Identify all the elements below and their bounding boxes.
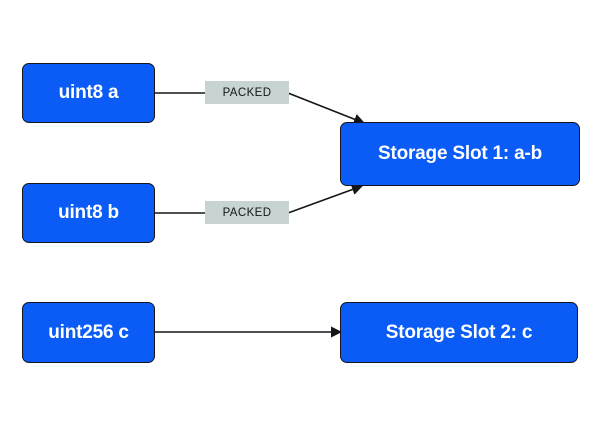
- edge-label-packed-b: PACKED: [205, 201, 289, 224]
- node-uint8-b[interactable]: uint8 b: [22, 183, 155, 243]
- node-storage-slot-1-label: Storage Slot 1: a-b: [377, 143, 543, 164]
- edge-packed-to-slot1-lower: [287, 184, 364, 214]
- node-storage-slot-2-label: Storage Slot 2: c: [385, 321, 533, 343]
- node-uint256-c[interactable]: uint256 c: [22, 302, 155, 363]
- node-storage-slot-2[interactable]: Storage Slot 2: c: [340, 302, 578, 363]
- node-uint8-a-label: uint8 a: [58, 82, 119, 103]
- edge-label-packed-b-text: PACKED: [222, 206, 272, 219]
- node-storage-slot-1[interactable]: Storage Slot 1: a-b: [340, 122, 580, 186]
- node-uint8-b-label: uint8 b: [58, 202, 119, 223]
- edge-packed-to-slot1-upper: [287, 92, 366, 125]
- edge-label-packed-a: PACKED: [205, 81, 289, 104]
- node-uint8-a[interactable]: uint8 a: [22, 63, 155, 123]
- edge-label-packed-a-text: PACKED: [222, 86, 272, 99]
- node-uint256-c-label: uint256 c: [48, 321, 129, 343]
